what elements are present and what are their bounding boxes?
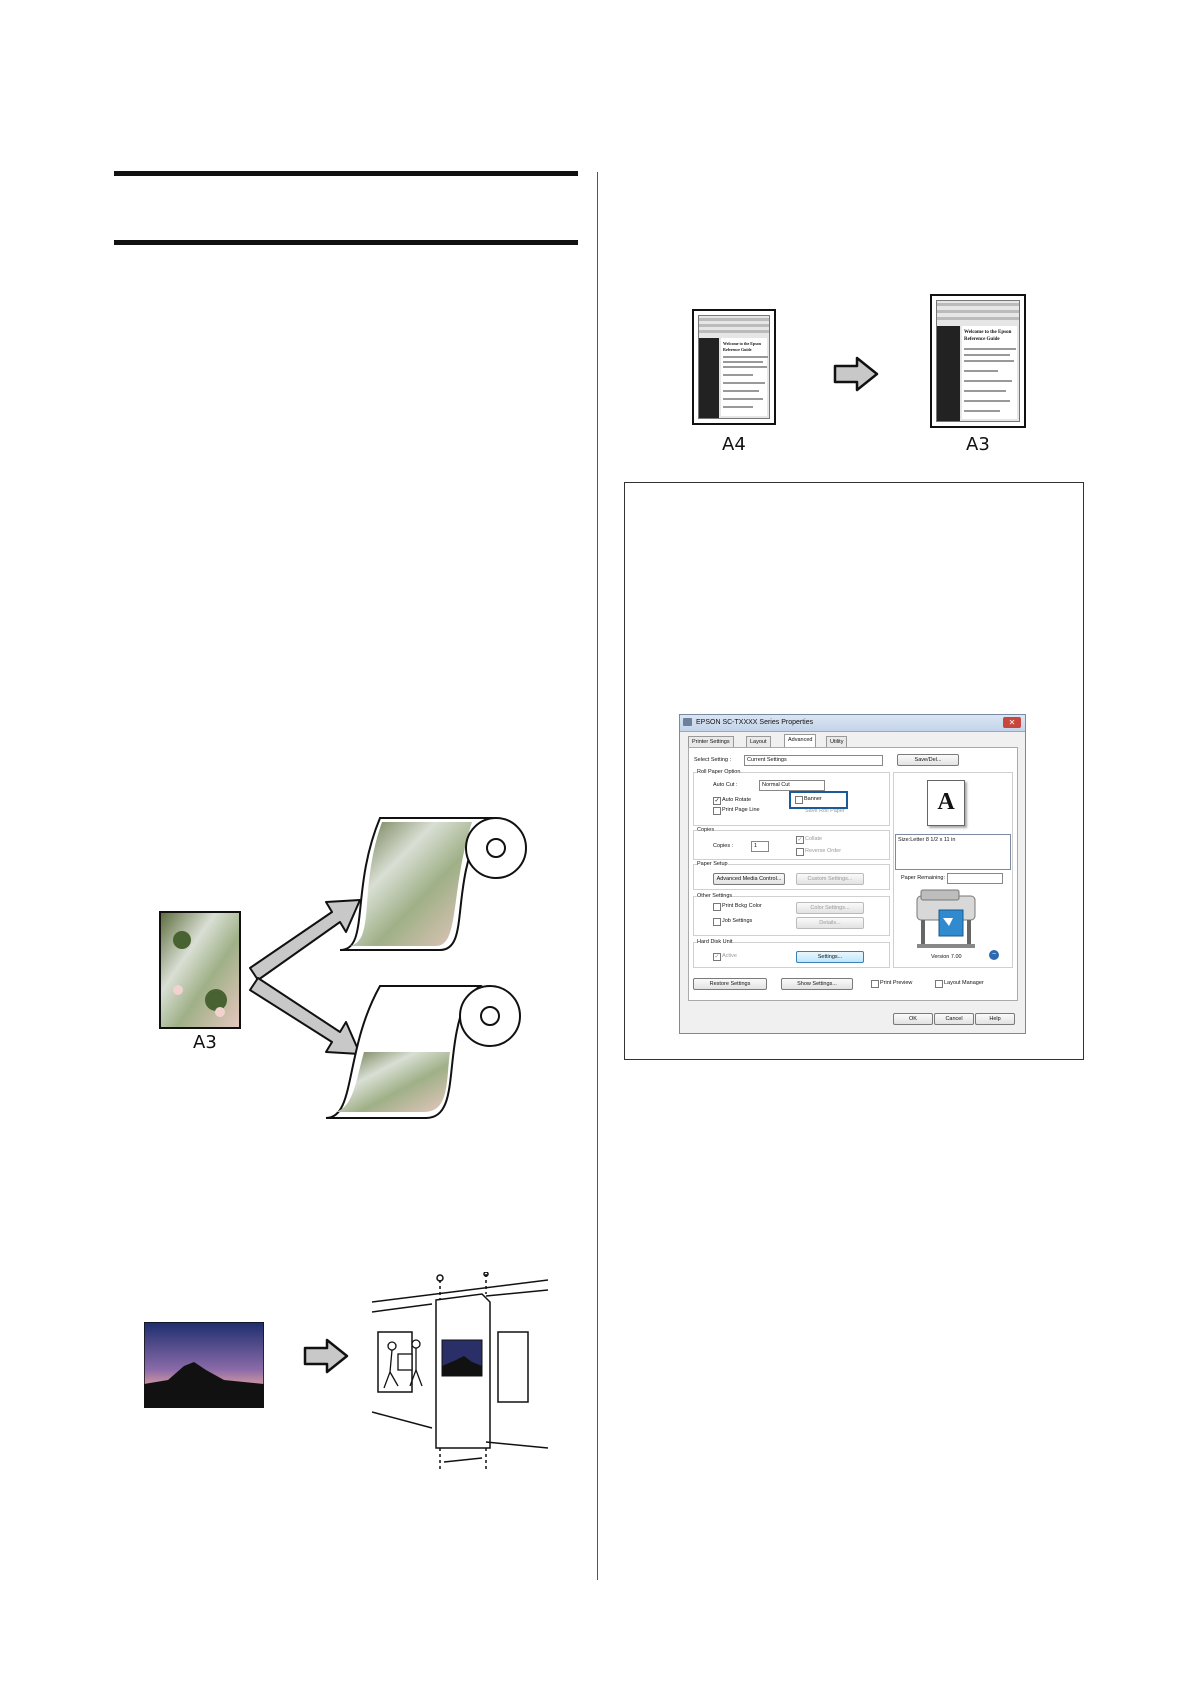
active-label: Active [722,953,737,959]
section-rule-bottom [114,240,578,245]
poster-scene-illustration [372,1272,548,1470]
color-settings-button[interactable]: Color Settings... [796,902,864,914]
printer-properties-dialog: EPSON SC-TXXXX Series Properties ✕ Print… [679,714,1026,1034]
copies-stepper[interactable]: 1 [751,841,769,852]
paper-setup-group [693,864,890,890]
banner-label: Banner [804,796,822,802]
dialog-titlebar: EPSON SC-TXXXX Series Properties ✕ [680,715,1025,732]
restore-settings-button[interactable]: Restore Settings [693,978,767,990]
print-page-line-checkbox[interactable] [713,807,721,815]
ok-button[interactable]: OK [893,1013,933,1025]
banner-highlight-box: Banner [789,791,848,809]
paper-remaining-label: Paper Remaining: [901,875,946,881]
section-rule-top [114,171,578,176]
printer-icon [683,718,692,726]
mini-page-title-1: Welcome to the Epson [723,341,761,346]
active-checkbox[interactable]: ✓ [713,953,721,961]
auto-rotate-label: Auto Rotate [722,797,752,803]
a4-label: A4 [722,434,746,455]
print-preview-checkbox[interactable] [871,980,879,988]
reverse-order-label: Reverse Order [805,848,842,854]
dialog-title: EPSON SC-TXXXX Series Properties [696,719,814,726]
column-divider [597,172,598,1580]
auto-rotate-checkbox[interactable]: ✓ [713,797,721,805]
a3-label-left: A3 [193,1032,217,1053]
copies-label: Copies : [713,843,734,849]
a3-page-thumbnail: Welcome to the Epson Reference Guide [930,294,1026,428]
roll-paper-option-label: Roll Paper Option [697,769,741,775]
hard-disk-group [693,942,890,968]
size-info-box: Size:Letter 8 1/2 x 11 in [895,834,1011,870]
select-setting-dropdown[interactable]: Current Settings [744,755,883,766]
copies-group-label: Copies [697,827,715,833]
other-settings-label: Other Settings [697,893,733,899]
size-text: Size:Letter 8 1/2 x 11 in [898,837,956,843]
mini-page-title-a3-2: Reference Guide [964,337,1000,342]
close-button[interactable]: ✕ [1003,717,1021,728]
hdd-settings-button[interactable]: Settings... [796,951,864,963]
show-settings-button[interactable]: Show Settings... [781,978,853,990]
help-button[interactable]: Help [975,1013,1015,1025]
print-bckg-color-checkbox[interactable] [713,903,721,911]
preview-group [893,772,1013,968]
paper-setup-label: Paper Setup [697,861,728,867]
note-box [624,482,1084,1060]
collapse-icon[interactable]: − [989,950,999,960]
collate-checkbox[interactable]: ✓ [796,836,804,844]
mini-page-title-a3-1: Welcome to the Epson [964,330,1012,335]
arrow-right-icon-2 [303,1338,349,1374]
version-label: Version 7.00 [931,954,962,960]
a3-label-top: A3 [966,434,990,455]
other-settings-group [693,896,890,936]
a4-page-thumbnail: Welcome to the Epson Reference Guide [692,309,776,425]
layout-manager-label: Layout Manager [944,980,984,986]
print-page-line-label: Print Page Line [722,807,760,813]
auto-cut-dropdown[interactable]: Normal Cut [759,780,825,791]
auto-cut-label: Auto Cut : [713,782,738,788]
advanced-panel: Select Setting : Current Settings Save/D… [688,747,1018,1001]
select-setting-label: Select Setting : [694,757,731,763]
save-roll-paper-label: Save Roll Paper [805,808,845,814]
advanced-media-control-button[interactable]: Advanced Media Control... [713,873,785,885]
job-settings-checkbox[interactable] [713,918,721,926]
mini-page-title-2: Reference Guide [723,347,752,352]
save-del-button[interactable]: Save/Del... [897,754,959,766]
job-settings-label: Job Settings [722,918,753,924]
details-button[interactable]: Details... [796,917,864,929]
custom-settings-button[interactable]: Custom Settings... [796,873,864,885]
reverse-order-checkbox[interactable] [796,848,804,856]
banner-checkbox[interactable] [795,796,803,804]
roll-paper-group [693,772,890,826]
print-preview-label: Print Preview [880,980,913,986]
landscape-photo [144,1322,264,1408]
paper-preview: A [927,780,965,826]
a3-photo [159,911,241,1029]
preview-letter: A [937,789,955,815]
copies-group [693,830,890,860]
banner-roll-illustration [159,817,527,1119]
arrow-right-icon [833,356,879,392]
printer-illustration [916,889,976,948]
paper-remaining-dropdown[interactable] [947,873,1003,884]
cancel-button[interactable]: Cancel [934,1013,974,1025]
print-bckg-color-label: Print Bckg Color [722,903,762,909]
hard-disk-unit-label: Hard Disk Unit [697,939,733,945]
collate-label: Collate [805,836,823,842]
layout-manager-checkbox[interactable] [935,980,943,988]
